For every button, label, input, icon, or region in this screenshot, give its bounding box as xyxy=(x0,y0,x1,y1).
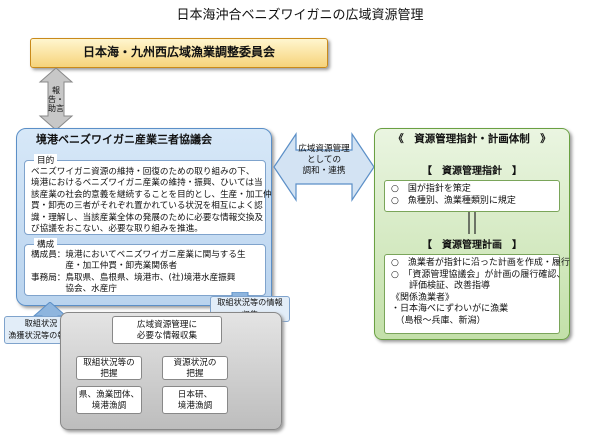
guideline-plan-connector xyxy=(468,212,476,234)
coordination-line2: としての xyxy=(306,155,342,165)
planning-line: 《関係漁業者》 xyxy=(391,292,455,303)
resource-grasp-body2: 境港漁調 xyxy=(177,401,213,411)
plan-title: 《 資源管理指針・計画体制 》 xyxy=(393,133,551,145)
coordination-line1: 広域資源管理 xyxy=(298,144,350,154)
purpose-line: 境港におけるベニズワイガニ産業の維持・振興、ひいては当 xyxy=(31,178,263,189)
status-grasp-body1: 県、漁業団体、 xyxy=(78,390,140,400)
info-collection-header: 広域資源管理に 必要な情報収集 xyxy=(112,316,222,344)
purpose-box: ベニズワイガニ資源の維持・回復のための取り組みの下、境港におけるベニズワイガニ産… xyxy=(24,160,272,235)
purpose-line: 該産業の社会的意義を継続することを目的とし、生産・加工仲 xyxy=(31,189,272,200)
coordination-label: 広域資源管理 としての 調和・連携 xyxy=(290,144,358,177)
report-arrow-line2: 助言 xyxy=(48,104,64,113)
info-header-line2: 必要な情報収集 xyxy=(136,331,198,341)
resource-grasp-body-box: 日本研、 境港漁調 xyxy=(162,386,228,414)
guideline-text: ○ 国が指針を策定○ 魚種別、漁業種類別に規定 xyxy=(391,184,553,207)
planning-text: ○ 漁業者が指針に沿った計画を作成・履行○ 「資源管理協議会」が計画の履行確認、… xyxy=(391,258,570,327)
diagram-title: 日本海沖合ベニズワイガニの広域資源管理 xyxy=(176,8,424,23)
info-header-line1: 広域資源管理に xyxy=(136,320,198,330)
left-arrow-line1: 取組状況 xyxy=(24,318,58,328)
guideline-box: ○ 国が指針を策定○ 魚種別、漁業種類別に規定 xyxy=(384,180,560,212)
purpose-line: び協議をおこない、必要な取り組みを推進。 xyxy=(31,224,203,235)
left-arrow-line2: 漁獲状況等の報告 xyxy=(8,330,74,340)
guideline-title: 【 資源管理指針 】 xyxy=(422,166,522,177)
resource-grasp-title-box: 資源状況の 把握 xyxy=(162,356,228,380)
planning-line: （島根～兵庫、新潟） xyxy=(391,315,486,326)
purpose-text: ベニズワイガニ資源の維持・回復のための取り組みの下、境港におけるベニズワイガニ産… xyxy=(31,167,272,235)
status-grasp-title2: 把握 xyxy=(100,369,118,379)
status-grasp-body2: 境港漁調 xyxy=(91,401,127,411)
composition-text: 構成員：境港においてベニズワイガニ産業に関与する生 産・加工仲買・卸売業関係者事… xyxy=(31,250,261,296)
resource-grasp-title1: 資源状況の xyxy=(173,358,217,368)
purpose-line: 識・理解し、当該産業全体の発展のために必要な情報交換及 xyxy=(31,212,264,223)
planning-line: 評価検証、改善指導 xyxy=(391,281,491,291)
planning-box: ○ 漁業者が指針に沿った計画を作成・履行○ 「資源管理協議会」が計画の履行確認、… xyxy=(384,254,570,334)
committee-box: 日本海・九州西広域漁業調整委員会 xyxy=(30,38,328,68)
report-arrow-label: 報告・ 助言 xyxy=(46,86,66,113)
composition-label: 構成 xyxy=(34,238,58,250)
resource-grasp-title2: 把握 xyxy=(186,369,204,379)
purpose-label: 目的 xyxy=(34,154,58,166)
composition-line: 協会、水産庁 xyxy=(31,284,117,295)
council-title: 境港ベニズワイガニ産業三者協議会 xyxy=(36,133,212,146)
planning-line: ○ 「資源管理協議会」が計画の履行確認、 xyxy=(391,269,566,280)
composition-line: 構成員：境港においてベニズワイガニ産業に関与する生 xyxy=(31,250,246,260)
right-arrow-line1: 取組状況等の情報 xyxy=(217,297,283,307)
planning-title: 【 資源管理計画 】 xyxy=(422,240,522,251)
composition-line: 産・加工仲買・卸売業関係者 xyxy=(31,261,178,272)
planning-line: ○ 漁業者が指針に沿った計画を作成・履行 xyxy=(391,258,570,268)
report-arrow-line1: 報告・ xyxy=(48,86,64,104)
status-grasp-body-box: 県、漁業団体、 境港漁調 xyxy=(76,386,142,414)
guideline-item: ○ 魚種別、漁業種類別に規定 xyxy=(391,195,516,206)
purpose-line: ベニズワイガニ資源の維持・回復のための取り組みの下、 xyxy=(31,167,255,177)
composition-box: 構成員：境港においてベニズワイガニ産業に関与する生 産・加工仲買・卸売業関係者事… xyxy=(24,244,266,296)
status-grasp-title1: 取組状況等の xyxy=(83,358,135,368)
composition-line: 事務局：鳥取県、島根県、境港市、(社)境港水産振興 xyxy=(31,272,236,283)
left-arrow-label: 取組状況 漁獲状況等の報告 xyxy=(4,317,78,341)
guideline-item: ○ 国が指針を策定 xyxy=(391,184,471,194)
coordination-line3: 調和・連携 xyxy=(302,166,346,176)
purpose-line: 買・卸売の三者がそれぞれ置かれている状況を相互によく認 xyxy=(31,201,263,212)
resource-grasp-body1: 日本研、 xyxy=(177,390,213,400)
status-grasp-title-box: 取組状況等の 把握 xyxy=(76,356,142,380)
planning-line: ・日本海べにずわいがに漁業 xyxy=(391,304,509,314)
